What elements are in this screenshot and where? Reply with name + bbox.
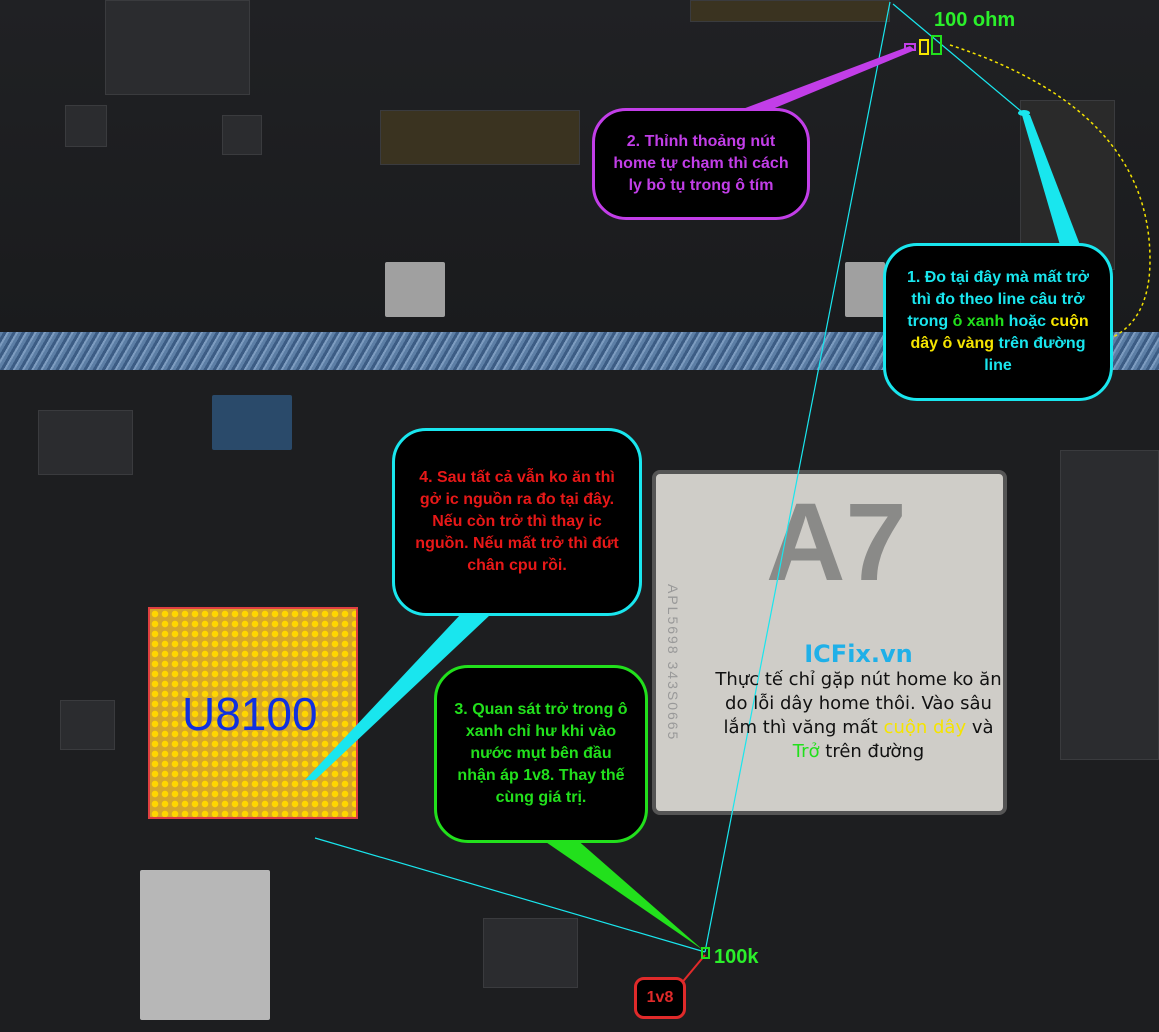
shield-clip [385,262,445,317]
green-box [701,947,710,959]
bubble2-pointer [740,46,915,110]
cpu-marking: A7 [766,481,907,604]
callout-1-text: 1. Đo tại đây mà mất trở thì đo theo lin… [906,269,1090,330]
coil-path [949,44,1151,346]
callout-1-text: hoặc [1004,313,1051,330]
measure-point [1018,110,1030,116]
bubble3-pointer [540,838,703,950]
shield-clip [845,262,885,317]
label-100k: 100k [714,946,759,968]
inductor [140,870,270,1020]
callout-1: 1. Đo tại đây mà mất trở thì đo theo lin… [883,243,1113,401]
green-box [931,35,942,55]
chip-label: U8100 [182,688,318,740]
ic-chip [212,395,292,450]
power-ic-u8100: U8100 [148,607,358,819]
bubble1-pointer [1022,115,1080,245]
1v8-pointer [679,954,706,986]
callout-3: 3. Quan sát trở trong ô xanh chỉ hư khi … [434,665,648,843]
callout-4: 4. Sau tất cả vẫn ko ăn thì gở ic nguồn … [392,428,642,616]
trace-line [704,1,891,953]
bubble4-pointer [305,615,490,780]
label-100-ohm: 100 ohm [934,9,1016,31]
callout-2: 2. Thỉnh thoảng nút home tự chạm thì các… [592,108,810,220]
cpu-a7: A7 APL5698 343S0665 [652,470,1007,815]
trace-line [314,837,706,953]
pcb-top-section [0,0,1159,332]
ic-chip [65,105,107,147]
note-coil: cuộn dây [883,717,967,738]
callout-1-yellow: cuộn dây ô vàng [910,313,1089,352]
label-1v8: 1v8 [634,977,686,1019]
note-tail: trên đường [819,741,925,762]
note-text: ICFix.vn Thực tế chỉ gặp nút home ko ăn … [712,642,1005,764]
connector [690,0,890,22]
connector [380,110,580,165]
callout-1-green: ô xanh [952,313,1005,330]
inductor [38,410,133,475]
ic-chip [60,700,115,750]
note-resistor: Trở [792,741,820,762]
memory-chip [1060,450,1159,760]
brand-logo: ICFix.vn [804,640,913,668]
cpu-serial: APL5698 343S0665 [665,584,681,742]
note-line: Thực tế chỉ gặp nút home ko ăn do lỗi dâ… [715,669,1002,738]
trace-line [892,3,1023,113]
note-and: và [966,717,994,738]
purple-box [904,43,916,51]
ic-chip [105,0,250,95]
ic-chip [222,115,262,155]
inductor [483,918,578,988]
yellow-box [919,39,929,55]
callout-1-text: trên đường line [984,335,1086,374]
